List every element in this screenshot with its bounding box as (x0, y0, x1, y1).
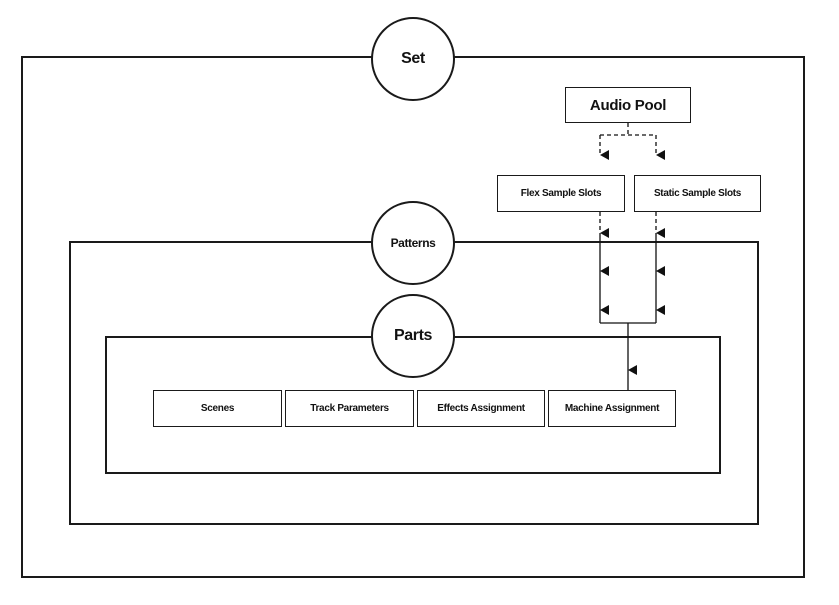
effects-assignment-label: Effects Assignment (437, 403, 525, 414)
patterns-circle: Patterns (371, 201, 455, 285)
effects-assignment-node: Effects Assignment (417, 390, 545, 427)
machine-assignment-label: Machine Assignment (564, 403, 660, 414)
flex-sample-slots-label: Flex Sample Slots (520, 188, 602, 199)
static-sample-slots-node: Static Sample Slots (634, 175, 761, 212)
audio-pool-node: Audio Pool (565, 87, 691, 123)
track-parameters-node: Track Parameters (285, 390, 414, 427)
static-sample-slots-label: Static Sample Slots (653, 188, 742, 199)
track-parameters-label: Track Parameters (310, 403, 389, 414)
set-circle: Set (371, 17, 455, 101)
scenes-label: Scenes (200, 403, 235, 414)
scenes-node: Scenes (153, 390, 282, 427)
set-label: Set (401, 50, 425, 67)
machine-assignment-node: Machine Assignment (548, 390, 676, 427)
patterns-label: Patterns (390, 236, 436, 250)
parts-circle: Parts (371, 294, 455, 378)
flex-sample-slots-node: Flex Sample Slots (497, 175, 625, 212)
audio-pool-label: Audio Pool (589, 96, 667, 114)
parts-label: Parts (393, 327, 433, 344)
